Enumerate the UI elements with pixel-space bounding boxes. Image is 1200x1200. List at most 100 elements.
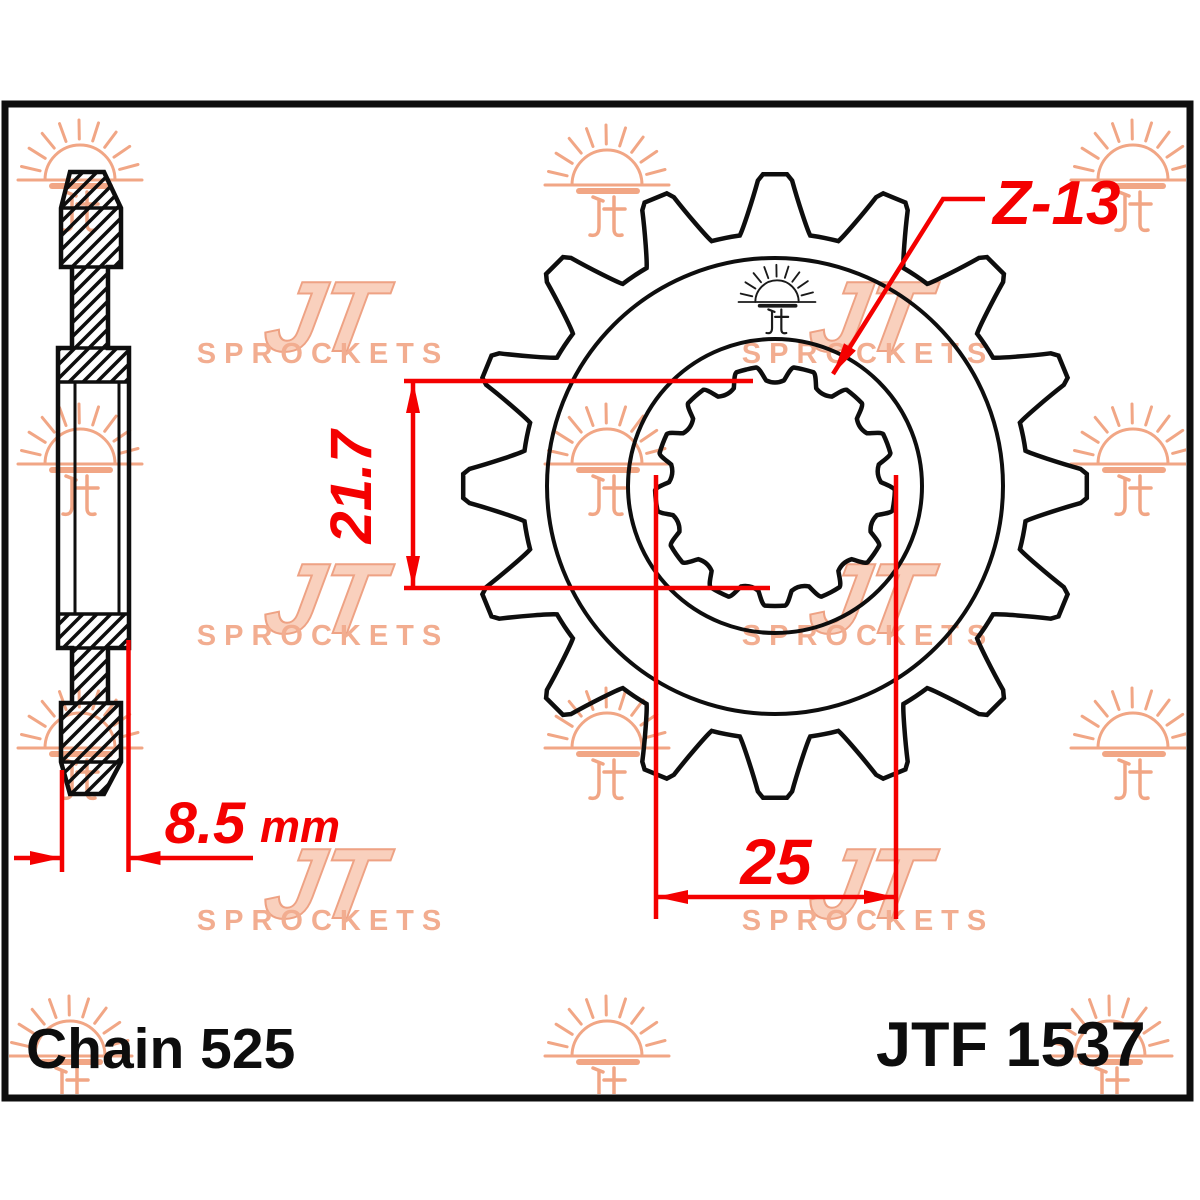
jt-monogram-j	[1114, 194, 1127, 233]
hatch-line	[58, 612, 99, 794]
jt-monogram-t-stem	[612, 758, 624, 801]
sun-ray	[567, 1007, 583, 1026]
jt-monogram-j	[61, 762, 74, 801]
sun-ray	[800, 291, 814, 297]
jt-monogram	[1114, 758, 1153, 801]
sun-arc	[1096, 711, 1170, 750]
jt-monogram-j-top	[1094, 1066, 1108, 1074]
hatch-line	[58, 612, 129, 794]
sun-ray	[17, 1022, 37, 1036]
part-number-label: JTF 1537	[876, 1010, 1146, 1080]
watermark-sun-logo	[1046, 994, 1174, 1094]
sun-ray	[1093, 131, 1109, 150]
jt-monogram-t-stem	[612, 195, 624, 238]
sun-ray	[585, 690, 595, 711]
sun-ray	[1080, 714, 1100, 728]
jt-monogram-j-top	[1117, 474, 1131, 482]
sun-ray	[1171, 164, 1186, 171]
sun-ray	[102, 1020, 122, 1035]
sun-ray	[48, 998, 58, 1019]
sun-ray	[554, 151, 574, 165]
hatch-line	[58, 612, 129, 794]
jt-monogram-j-top	[1117, 190, 1131, 198]
jt-monogram-t-stem	[780, 308, 788, 335]
sun-arc	[1073, 1019, 1147, 1058]
sun-ray	[547, 170, 569, 178]
sun-ray	[40, 131, 56, 150]
jt-monogram	[588, 474, 627, 517]
sun-ray	[1111, 690, 1121, 711]
sun-ray	[618, 689, 627, 711]
watermark-sun-logo	[543, 402, 671, 517]
sun-arc	[33, 1019, 107, 1058]
sun-arc	[570, 1019, 644, 1058]
sun-ray	[1156, 698, 1171, 717]
sun-ray	[103, 130, 118, 149]
jt-stamp-sun-logo	[737, 263, 817, 335]
side-bore-lines	[73, 382, 121, 614]
drawing-border	[1, 100, 1194, 1102]
sun-ray	[1144, 689, 1153, 711]
sun-ray	[1133, 1006, 1148, 1025]
sun-ray	[567, 136, 583, 155]
sun-arc	[1096, 143, 1170, 182]
sun-arc	[754, 279, 800, 303]
sun-ray	[618, 405, 627, 427]
watermark-sprockets-text: SPROCKETS	[197, 905, 449, 937]
hatch-line	[58, 172, 129, 384]
sun-ray	[585, 406, 595, 427]
sun-ray	[1080, 146, 1100, 160]
jt-monogram-j	[61, 478, 74, 517]
jt-monogram-j-top	[591, 1066, 605, 1074]
sun-ray	[547, 733, 569, 741]
teeth-callout-leader	[831, 196, 985, 376]
hatch-line	[58, 172, 129, 384]
sun-ray	[554, 430, 574, 444]
sun-ray	[27, 146, 47, 160]
sun-ray	[554, 714, 574, 728]
dim-bore-large-label: 25	[739, 826, 813, 898]
sun-ray	[1073, 165, 1095, 173]
sun-ray	[1144, 405, 1153, 427]
sun-ray	[118, 163, 140, 171]
jt-monogram-t-stem	[612, 474, 624, 517]
sun-ray	[1171, 448, 1186, 455]
sun-ray	[639, 1020, 659, 1035]
sun-ray	[783, 265, 790, 279]
sun-ray	[630, 1006, 645, 1025]
sun-ray	[20, 733, 42, 741]
sun-arc	[1096, 427, 1170, 466]
sun-ray	[1121, 997, 1130, 1019]
inner-hub-circle	[626, 337, 924, 635]
watermark-sun-logo	[16, 402, 144, 517]
sun-ray	[1142, 1020, 1162, 1035]
jt-monogram-j-top	[591, 195, 605, 203]
sun-ray	[630, 135, 645, 154]
stamp-sun-logo	[737, 263, 817, 335]
sun-ray	[1073, 449, 1095, 457]
sun-ray	[1148, 1039, 1170, 1047]
jt-monogram	[591, 1066, 627, 1094]
sun-ray	[1057, 1022, 1077, 1036]
jt-monogram	[765, 308, 790, 335]
sun-ray	[618, 997, 627, 1019]
sun-ray	[58, 122, 68, 143]
sun-arc	[570, 148, 644, 187]
dim-bore-small-label: 21.7	[319, 428, 384, 545]
sun-ray	[585, 998, 595, 1019]
jt-monogram-t-stem	[1138, 474, 1150, 517]
sun-ray	[752, 272, 762, 284]
jt-monogram-j-top	[1117, 758, 1131, 766]
jt-monogram	[61, 474, 100, 517]
dimension-arrowhead	[128, 851, 161, 865]
sun-ray	[1073, 733, 1095, 741]
sun-ray	[112, 144, 132, 159]
sun-ray	[630, 414, 645, 433]
sun-ray	[639, 149, 659, 164]
sun-ray	[91, 405, 100, 427]
watermark-sun-logo	[1069, 118, 1186, 233]
teeth-callout-label: Z-13	[991, 169, 1120, 238]
jt-monogram	[588, 195, 627, 238]
